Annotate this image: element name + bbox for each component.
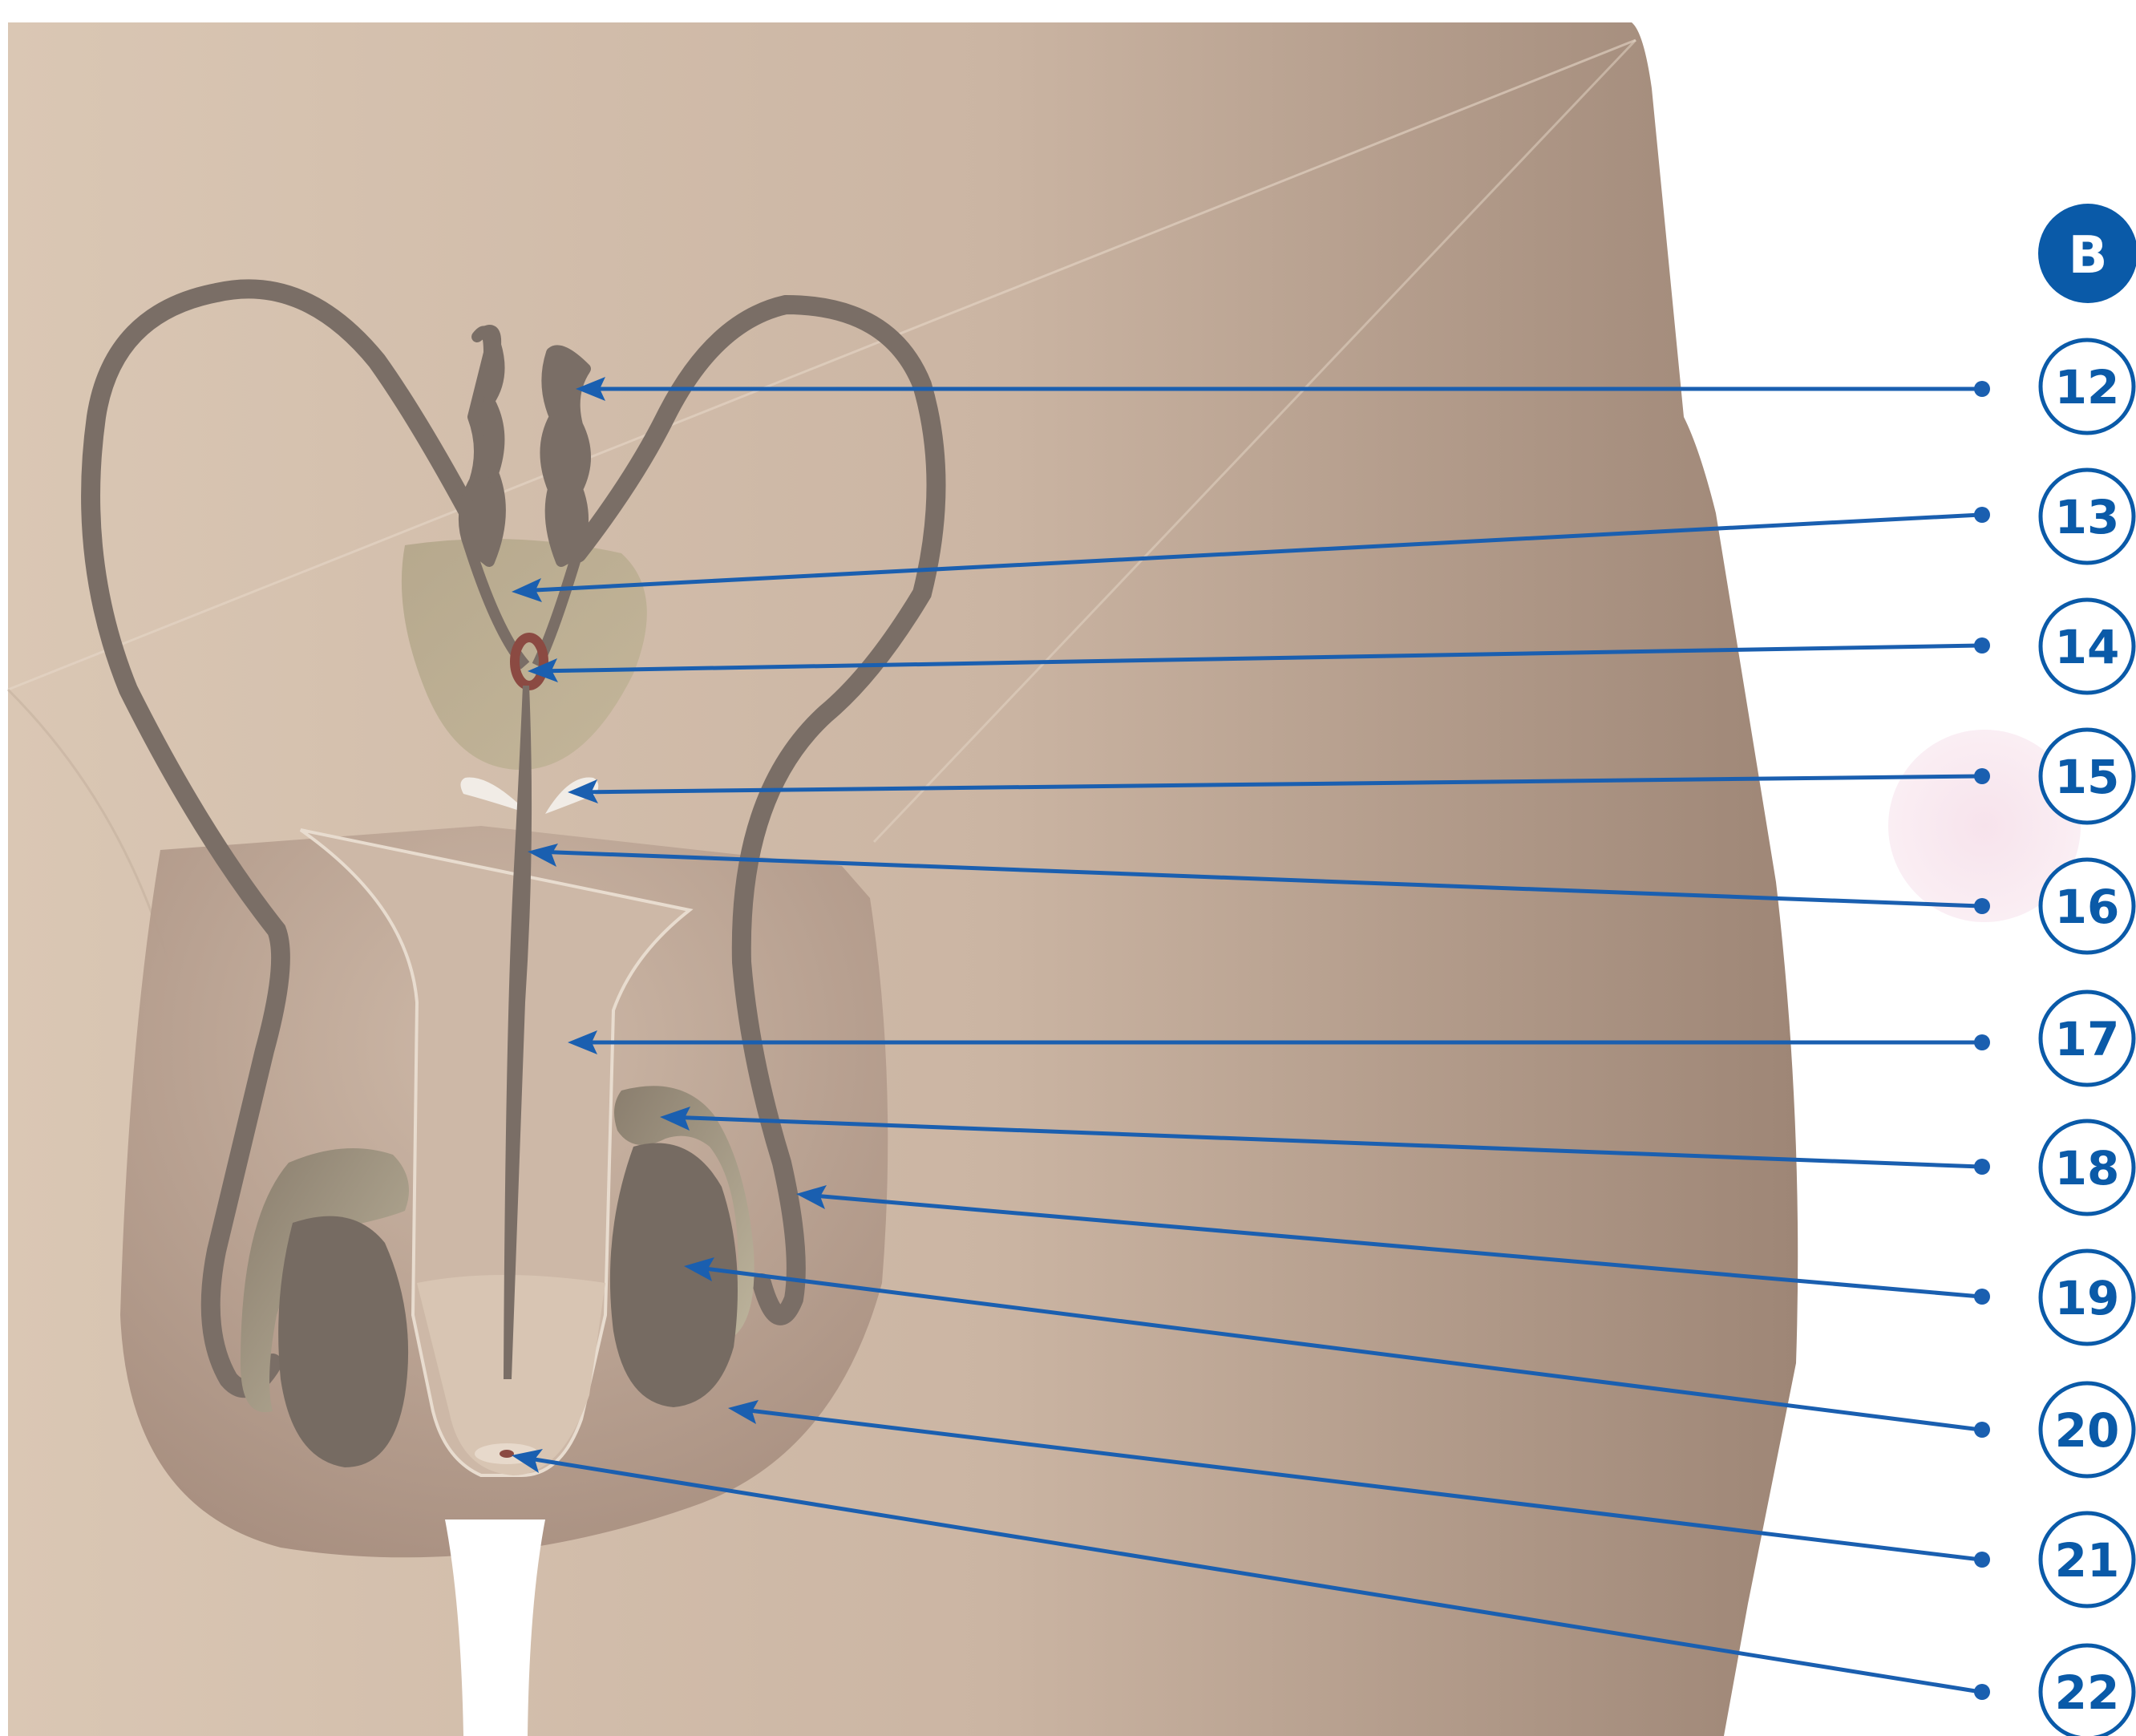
leader-dot-21 (1974, 1552, 1990, 1568)
leader-dots (1974, 381, 1990, 1700)
callout-16: 16 (2041, 860, 2134, 953)
callout-number: 17 (2055, 1012, 2120, 1066)
leader-dot-13 (1974, 507, 1990, 523)
seminal-vesicle-right (545, 351, 585, 562)
callout-number: 12 (2055, 360, 2120, 415)
leader-dot-18 (1974, 1159, 1990, 1175)
leader-dot-17 (1974, 1034, 1990, 1050)
section-badge: B (2038, 204, 2136, 303)
callout-number: 19 (2055, 1271, 2120, 1325)
callout-17: 17 (2041, 992, 2134, 1085)
leader-dot-22 (1974, 1684, 1990, 1700)
leader-dot-12 (1974, 381, 1990, 397)
section-badge-label: B (2069, 226, 2108, 285)
testis-right (610, 1143, 738, 1407)
callout-number: 18 (2055, 1141, 2120, 1196)
callout-14: 14 (2041, 600, 2134, 693)
callout-number: 16 (2055, 880, 2120, 934)
leader-dot-16 (1974, 898, 1990, 914)
callout-number: 15 (2055, 750, 2120, 804)
callout-20: 20 (2041, 1383, 2134, 1476)
callout-number: 14 (2055, 620, 2120, 674)
leader-dot-14 (1974, 637, 1990, 654)
callout-number: 20 (2055, 1403, 2120, 1458)
callout-number: 13 (2055, 490, 2120, 544)
callout-list: 12 13 14 15 16 17 18 19 (2041, 340, 2134, 1736)
callout-15: 15 (2041, 730, 2134, 823)
leader-dot-15 (1974, 768, 1990, 784)
callout-19: 19 (2041, 1251, 2134, 1344)
callout-21: 21 (2041, 1513, 2134, 1606)
callout-number: 22 (2055, 1665, 2120, 1720)
callout-number: 21 (2055, 1533, 2120, 1588)
leader-dot-19 (1974, 1289, 1990, 1305)
callout-13: 13 (2041, 470, 2134, 563)
callout-22: 22 (2041, 1645, 2134, 1736)
leader-dot-20 (1974, 1422, 1990, 1438)
urethral-orifice-dot (500, 1450, 514, 1458)
callout-12: 12 (2041, 340, 2134, 433)
testis-left (278, 1216, 408, 1467)
callout-18: 18 (2041, 1121, 2134, 1214)
